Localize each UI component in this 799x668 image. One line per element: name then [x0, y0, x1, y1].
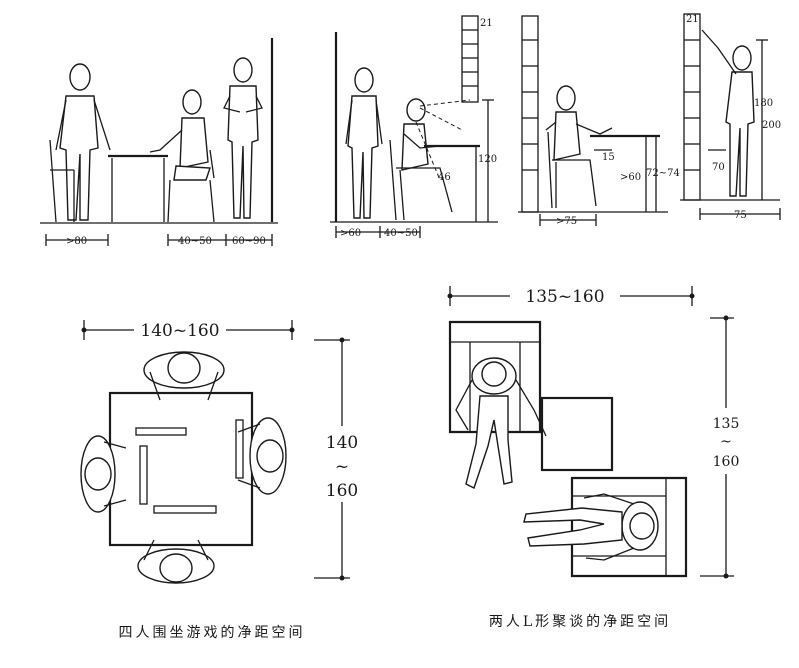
person-seated-top — [455, 357, 547, 489]
dim-height-label-bottom: 160 — [713, 454, 740, 470]
plan-two-person-l-shape: 135~160 135 ~ 160 — [447, 284, 744, 630]
table — [108, 154, 168, 222]
dim-label: 60~90 — [232, 236, 266, 247]
caption-right: 两人L形聚谈的净距空间 — [489, 614, 671, 630]
dim-label: 72~74 — [646, 168, 680, 179]
person-seated-right — [523, 493, 659, 561]
side-table — [540, 396, 614, 472]
tile-row — [135, 427, 187, 436]
dim-width-label: 135~160 — [525, 287, 604, 307]
dim-height-label-tilde: ~ — [720, 434, 732, 450]
panel-desk-work: 15 >60 72~74 >75 — [518, 15, 680, 227]
dim-label: 120 — [478, 154, 497, 165]
dim-label: 21 — [686, 14, 699, 25]
dim-height-label-tilde: ~ — [335, 457, 349, 477]
chair — [49, 139, 75, 223]
dim-label: 46 — [438, 172, 451, 183]
panel-table-service: >80 40~50 60~90 — [40, 38, 278, 247]
caption-left: 四人围坐游戏的净距空间 — [119, 625, 306, 641]
dim-label: 180 — [754, 98, 773, 109]
person-top — [143, 351, 225, 401]
dim-width-label: 140~160 — [140, 321, 219, 341]
dim-height-label-bottom: 160 — [326, 481, 358, 501]
dim-label: 21 — [480, 18, 493, 29]
panel-reading-shelf: 21 120 46 >60 40~50 — [330, 15, 498, 239]
armchair-top — [448, 320, 542, 434]
standing-figure — [345, 67, 383, 219]
reaching-figure — [701, 29, 755, 197]
person-right — [237, 417, 287, 495]
dim-label: >60 — [620, 172, 641, 183]
dim-label: 15 — [602, 152, 615, 163]
panel-reach-shelf: 21 70 180 200 75 — [680, 13, 781, 221]
shelf-unit — [683, 13, 701, 201]
seated-worker — [545, 85, 613, 209]
shelf-unit — [461, 15, 479, 103]
dim-label: >80 — [66, 236, 87, 247]
person-bottom — [137, 539, 215, 584]
seated-reader — [389, 98, 471, 221]
seated-figure — [149, 89, 215, 223]
dim-label: >75 — [556, 216, 577, 227]
dim-label: 75 — [734, 210, 747, 221]
tile-row — [153, 505, 217, 514]
dim-label: 40~50 — [178, 236, 212, 247]
dim-label: >60 — [340, 228, 361, 239]
tile-row — [235, 419, 244, 479]
shelf-unit — [521, 15, 539, 213]
plan-four-person-game: 140~160 140 ~ 160 — [80, 318, 362, 641]
dim-label: 40~50 — [384, 228, 418, 239]
tile-row — [139, 445, 148, 505]
standing-figure — [55, 63, 111, 221]
dim-height-label-top: 135 — [713, 416, 740, 432]
standing-figure-2 — [223, 57, 263, 219]
person-left — [80, 435, 127, 513]
game-table — [108, 391, 254, 547]
dim-height-label-top: 140 — [326, 433, 358, 453]
dim-label: 200 — [762, 120, 781, 131]
dim-label: 70 — [712, 162, 725, 173]
